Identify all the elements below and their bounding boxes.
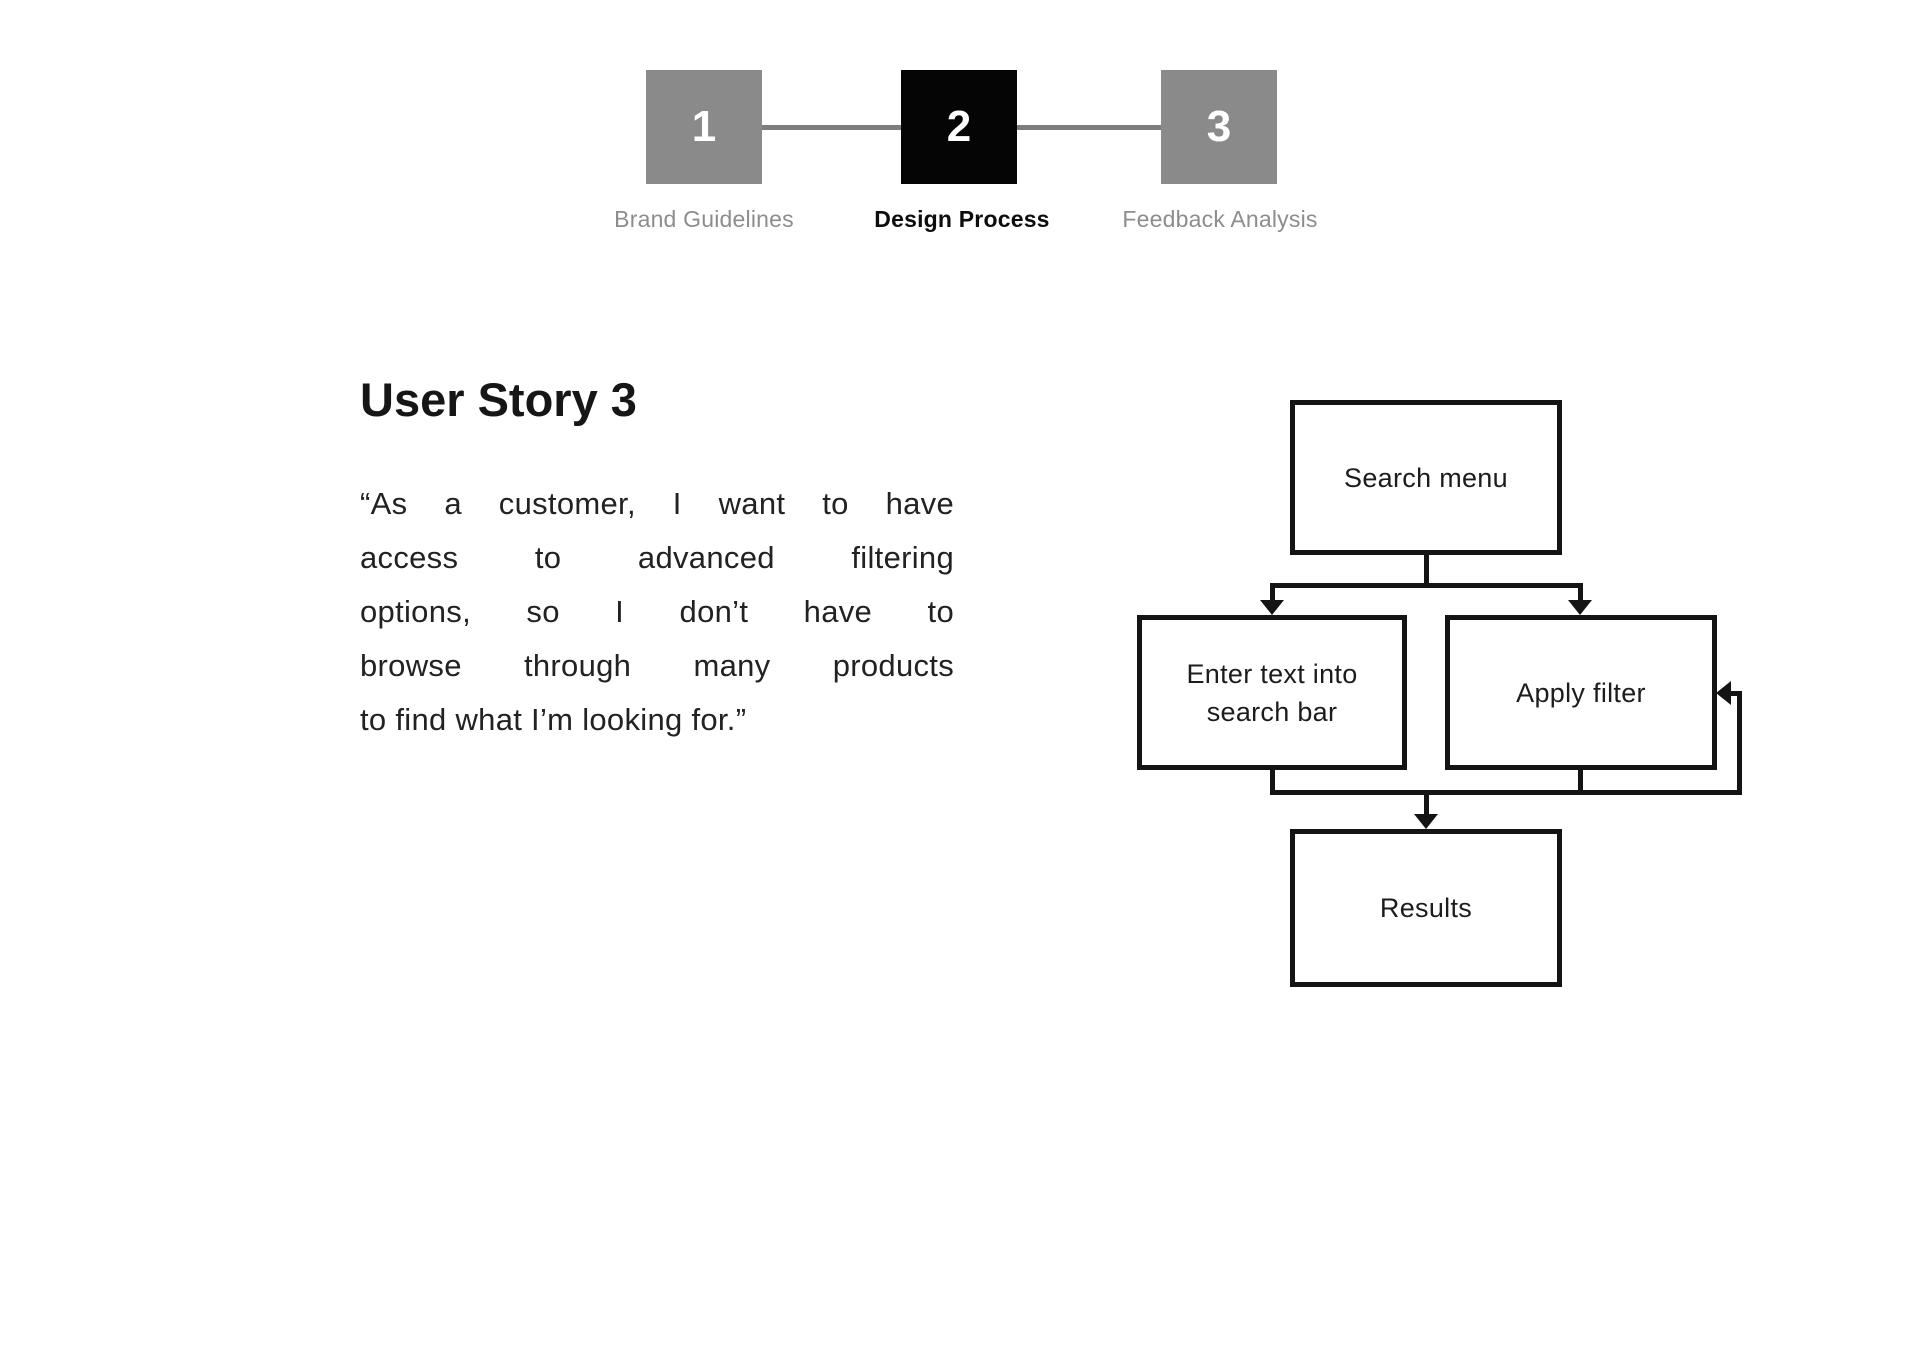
flowchart-node-enter-text: Enter text into search bar — [1137, 615, 1407, 770]
arrowhead-down-results-icon — [1414, 814, 1438, 829]
connector-merge-horizontal — [1270, 790, 1742, 795]
stepper-label-brand-guidelines[interactable]: Brand Guidelines — [614, 206, 794, 232]
quote-line: to find what I’m looking for.” — [360, 702, 747, 737]
node-label-line: Enter text into — [1186, 658, 1358, 689]
user-story-quote: “As a customer, I want to have access to… — [360, 477, 954, 747]
step-2-number: 2 — [946, 102, 972, 151]
connector-loop-vertical — [1737, 691, 1742, 795]
flowchart-node-results: Results — [1290, 829, 1562, 987]
stepper-connector-2-3 — [1017, 125, 1161, 130]
flowchart-node-apply-filter: Apply filter — [1445, 615, 1717, 770]
connector-drop-apply-filter — [1578, 583, 1583, 602]
arrowhead-down-enter-text-icon — [1260, 600, 1284, 615]
flowchart-node-search-menu: Search menu — [1290, 400, 1562, 555]
connector-drop-enter-text — [1270, 583, 1275, 602]
stepper-connector-1-2 — [762, 125, 901, 130]
page-title: User Story 3 — [360, 373, 637, 426]
node-label: Apply filter — [1516, 677, 1646, 708]
node-label: Search menu — [1344, 462, 1508, 493]
connector-apply-filter-to-merge — [1578, 770, 1583, 795]
stepper-label-design-process[interactable]: Design Process — [874, 206, 1050, 232]
stepper-step-2[interactable]: 2 — [901, 70, 1017, 184]
node-label: Results — [1379, 893, 1473, 923]
quote-line: options, so I don’t have to — [360, 594, 954, 629]
connector-loop-horizontal — [1730, 691, 1742, 696]
connector-enter-text-to-merge — [1270, 770, 1275, 795]
connector-merge-to-results — [1424, 795, 1429, 816]
connector-search-to-split — [1424, 555, 1429, 585]
quote-line: “As a customer, I want to have — [360, 486, 954, 521]
connector-split-horizontal — [1270, 583, 1583, 588]
step-1-number: 1 — [691, 102, 717, 151]
stepper-step-1[interactable]: 1 — [646, 70, 762, 184]
quote-line: browse through many products — [360, 648, 954, 683]
node-label-line: search bar — [1206, 696, 1338, 727]
quote-line: access to advanced filtering — [360, 540, 954, 575]
step-3-number: 3 — [1206, 102, 1232, 151]
stepper-step-3[interactable]: 3 — [1161, 70, 1277, 184]
stepper-label-feedback-analysis[interactable]: Feedback Analysis — [1122, 206, 1318, 232]
arrowhead-left-apply-filter-loop-icon — [1716, 681, 1731, 705]
arrowhead-down-apply-filter-icon — [1568, 600, 1592, 615]
